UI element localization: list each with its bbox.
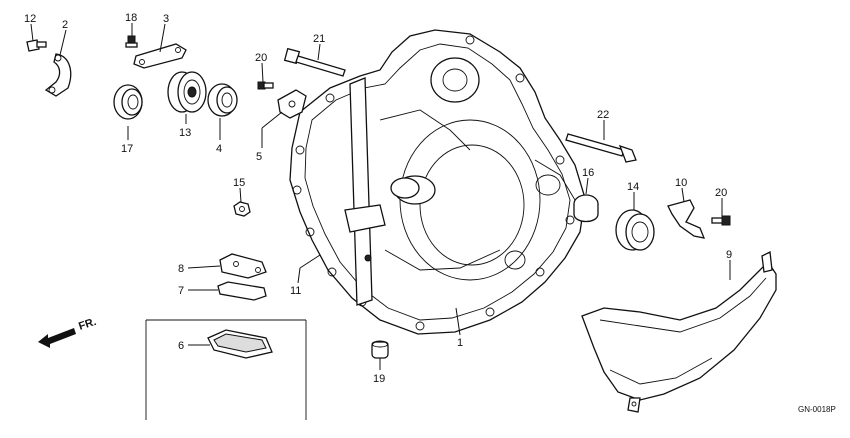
callout-14: 14 — [627, 181, 639, 193]
bushing-16 — [573, 194, 599, 223]
callout-1: 1 — [457, 337, 463, 349]
bracket-10 — [667, 199, 706, 239]
callout-10: 10 — [675, 177, 687, 189]
shield-9 — [581, 251, 777, 413]
callout-13: 13 — [179, 127, 191, 139]
bolt-20-top — [257, 81, 274, 90]
bolt-22 — [565, 133, 637, 163]
callout-21: 21 — [313, 33, 325, 45]
callout-2: 2 — [62, 19, 68, 31]
plate-5 — [277, 89, 307, 119]
callout-7: 7 — [178, 285, 184, 297]
callouts: 12 2 18 3 20 21 17 13 4 5 22 15 16 10 14… — [24, 12, 836, 414]
plate-8 — [219, 253, 267, 279]
oil-seal-14 — [615, 209, 655, 251]
callout-20-right: 20 — [715, 187, 727, 199]
diagram-code: GN-0018P — [798, 405, 836, 414]
callout-5: 5 — [256, 151, 262, 163]
leader-lines — [30, 23, 731, 370]
callout-22: 22 — [597, 109, 609, 121]
bearing-13 — [167, 71, 207, 113]
oil-seal-17 — [113, 84, 143, 120]
callout-3: 3 — [163, 13, 169, 25]
callout-17: 17 — [121, 143, 133, 155]
dowel-19 — [371, 340, 389, 359]
bolt-12 — [26, 39, 47, 52]
gasket-7 — [217, 281, 267, 301]
front-direction-arrow: FR. — [38, 316, 98, 348]
callout-12: 12 — [24, 13, 36, 25]
callout-6: 6 — [178, 340, 184, 352]
callout-11: 11 — [290, 285, 301, 297]
callout-4: 4 — [216, 143, 222, 155]
bolt-21 — [283, 47, 346, 77]
bracket-2 — [44, 53, 72, 97]
nut-15 — [233, 201, 251, 217]
bolt-20-right — [711, 215, 731, 226]
callout-18: 18 — [125, 12, 137, 24]
callout-19: 19 — [373, 373, 385, 385]
clutch-housing — [289, 29, 586, 335]
callout-15: 15 — [233, 177, 245, 189]
part-6-group-box — [145, 319, 307, 420]
callout-9: 9 — [726, 249, 732, 261]
washer-4 — [207, 83, 238, 117]
callout-20-top: 20 — [255, 52, 267, 64]
callout-8: 8 — [178, 263, 184, 275]
bolt-18 — [125, 35, 138, 48]
plate-3 — [133, 43, 187, 69]
front-direction-label: FR. — [77, 316, 98, 333]
callout-16: 16 — [582, 167, 594, 179]
